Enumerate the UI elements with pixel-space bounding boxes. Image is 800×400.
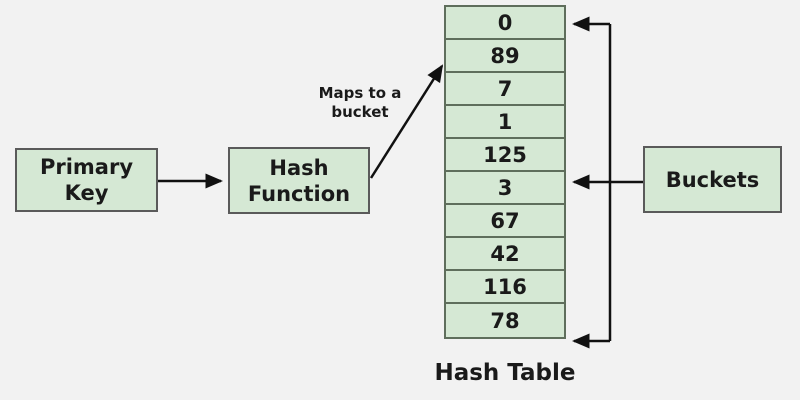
hash-table-cell: 7 (446, 73, 564, 106)
hash-table-cell: 3 (446, 172, 564, 205)
node-buckets-label: Buckets (665, 167, 760, 192)
hash-table: 0 89 7 1 125 3 67 42 116 78 (444, 5, 566, 339)
hash-table-caption: Hash Table (434, 360, 576, 386)
hash-table-cell: 78 (446, 304, 564, 337)
hash-table-cell: 125 (446, 139, 564, 172)
hash-table-cell: 0 (446, 7, 564, 40)
hash-table-cell: 1 (446, 106, 564, 139)
hash-table-cell: 67 (446, 205, 564, 238)
hash-table-cell: 89 (446, 40, 564, 73)
hash-table-cell: 116 (446, 271, 564, 304)
arrow-hash-function-to-table (369, 64, 444, 179)
node-primary-key: Primary Key (15, 148, 158, 212)
node-buckets: Buckets (643, 146, 782, 213)
node-primary-key-label: Primary Key (39, 155, 134, 205)
maps-to-bucket-label: Maps to a bucket (318, 84, 402, 121)
hash-table-cell: 42 (446, 238, 564, 271)
node-hash-function: Hash Function (228, 147, 370, 214)
node-hash-function-label: Hash Function (247, 155, 351, 206)
